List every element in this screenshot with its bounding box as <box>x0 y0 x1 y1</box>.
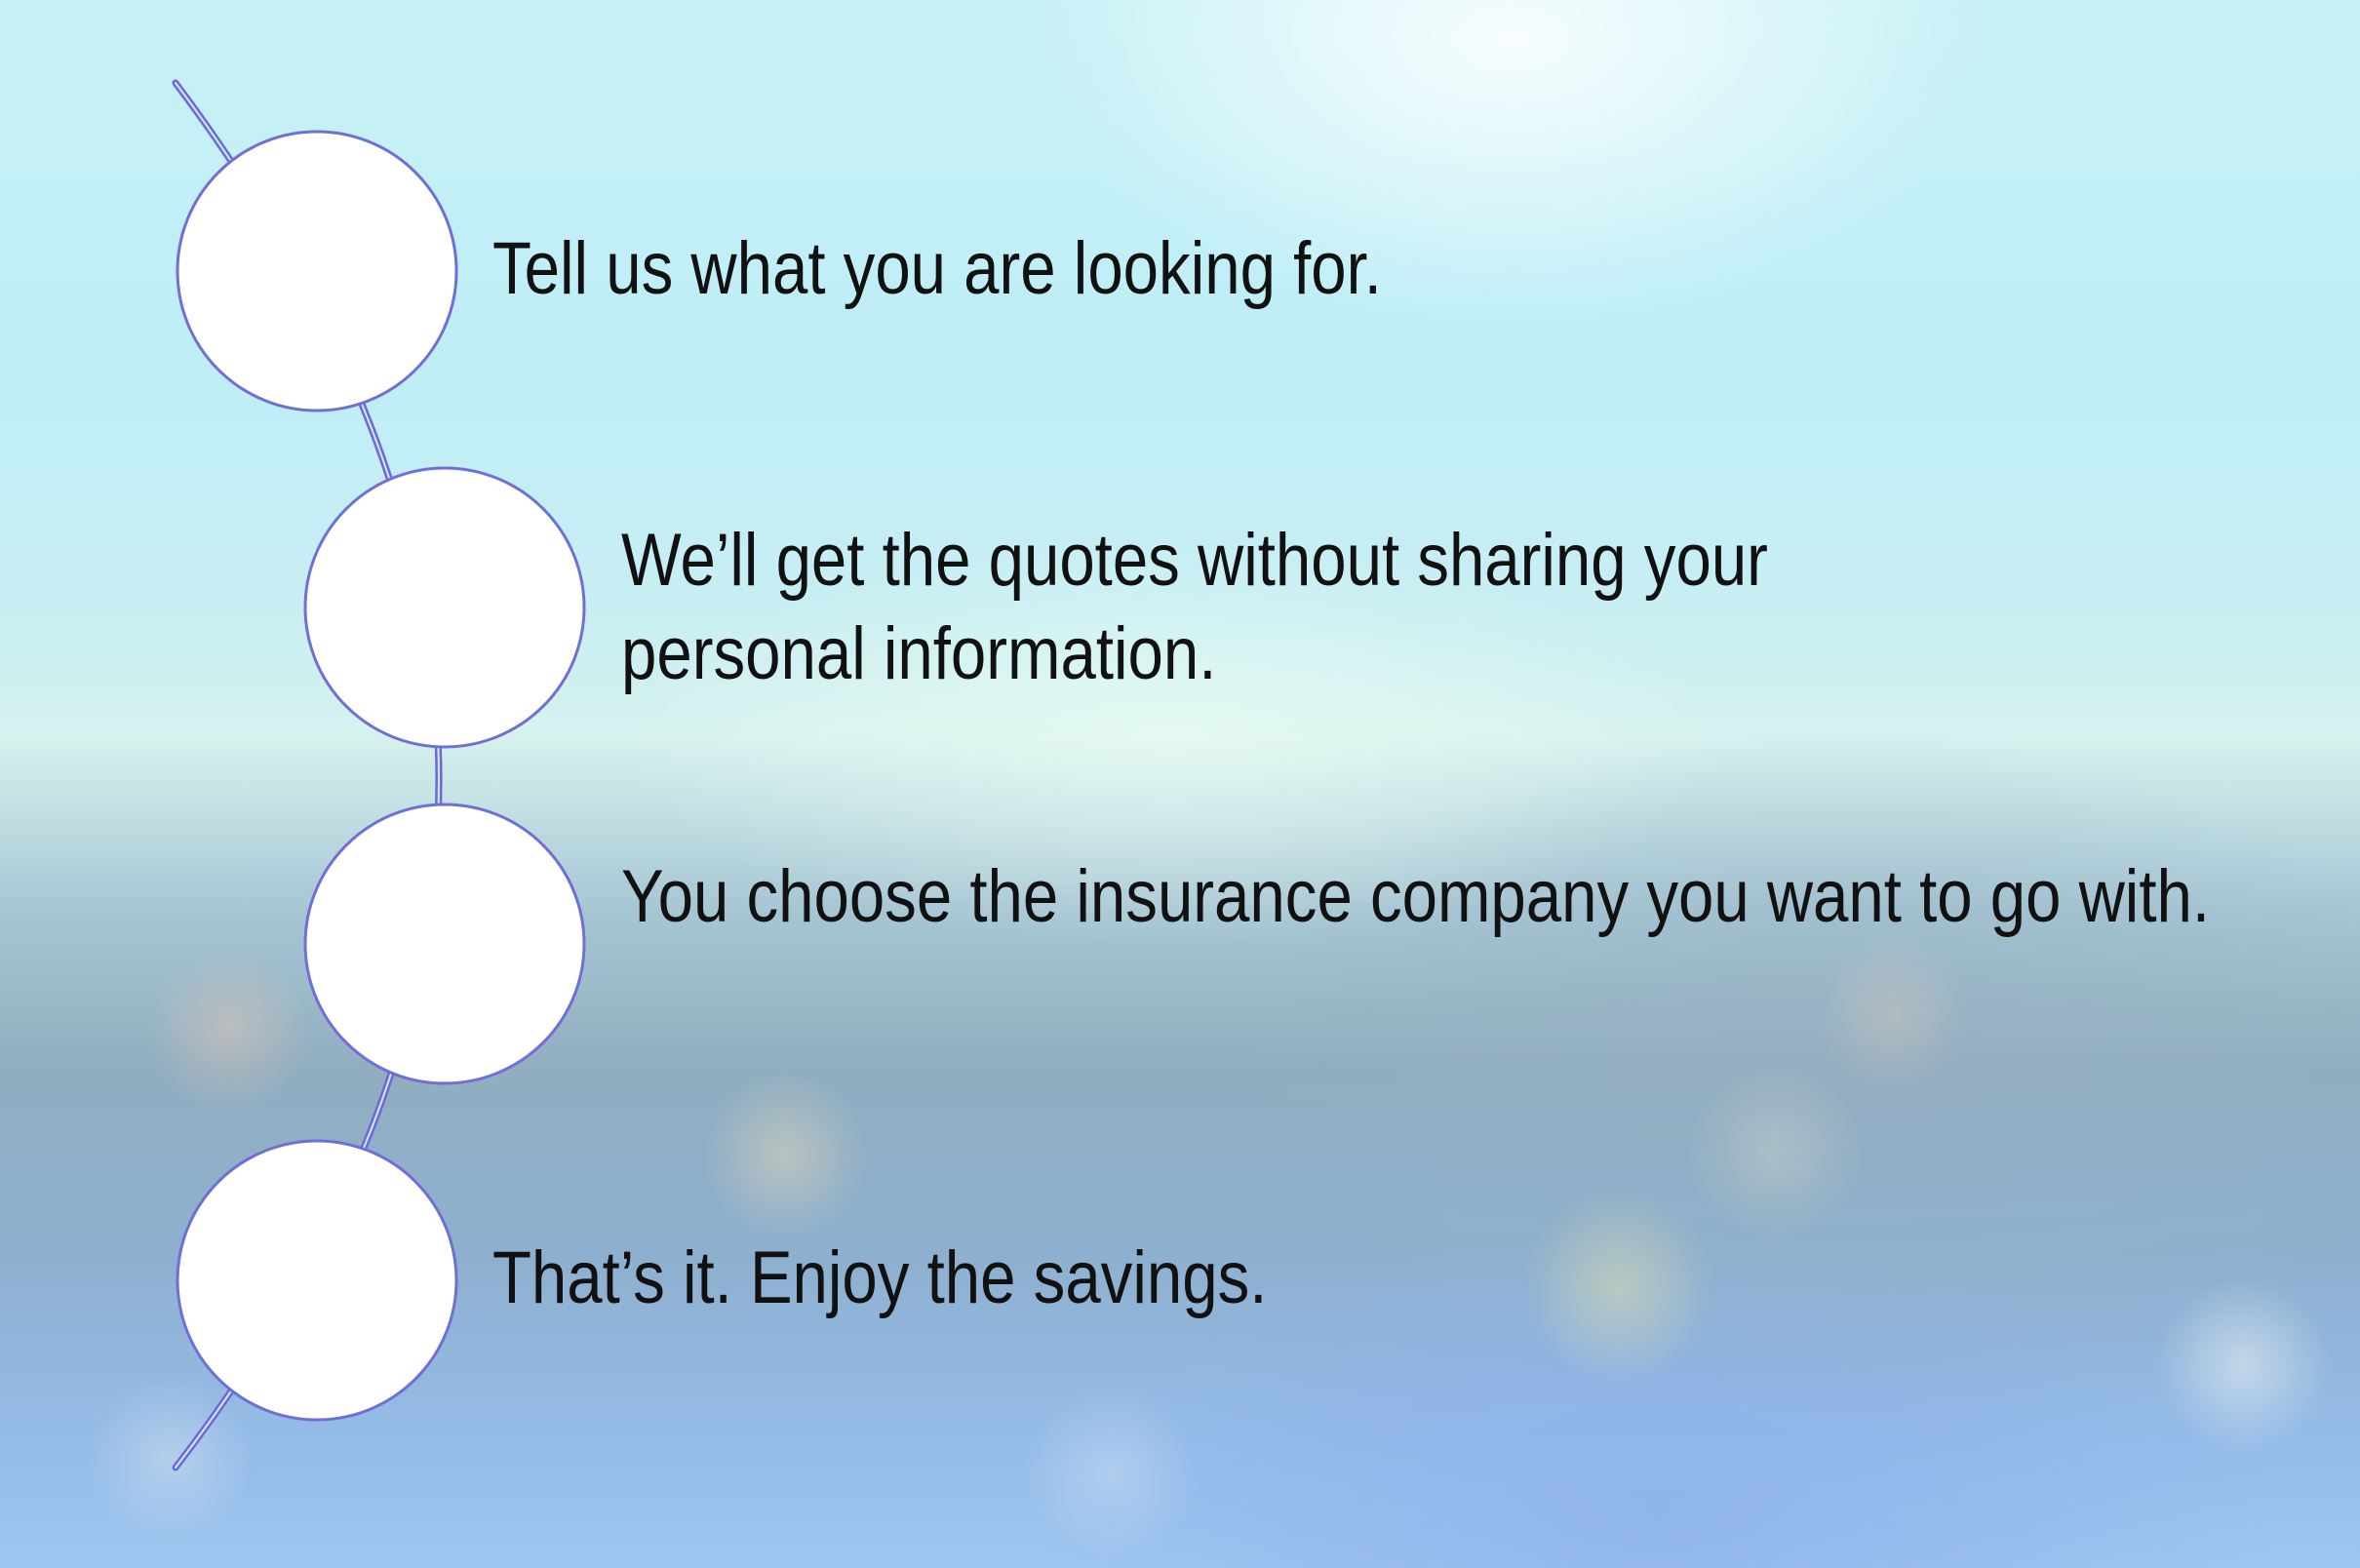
step-2-text: We’ll get the quotes without sharing you… <box>621 519 1768 695</box>
step-3-text: You choose the insurance company you wan… <box>621 855 2211 938</box>
step-1-text: Tell us what you are looking for. <box>492 227 1382 310</box>
step-2-circle <box>303 466 586 749</box>
step-3-circle <box>303 803 586 1085</box>
step-4-circle <box>176 1139 458 1422</box>
step-4-text: That’s it. Enjoy the savings. <box>492 1236 1268 1319</box>
step-1-circle <box>176 130 458 412</box>
